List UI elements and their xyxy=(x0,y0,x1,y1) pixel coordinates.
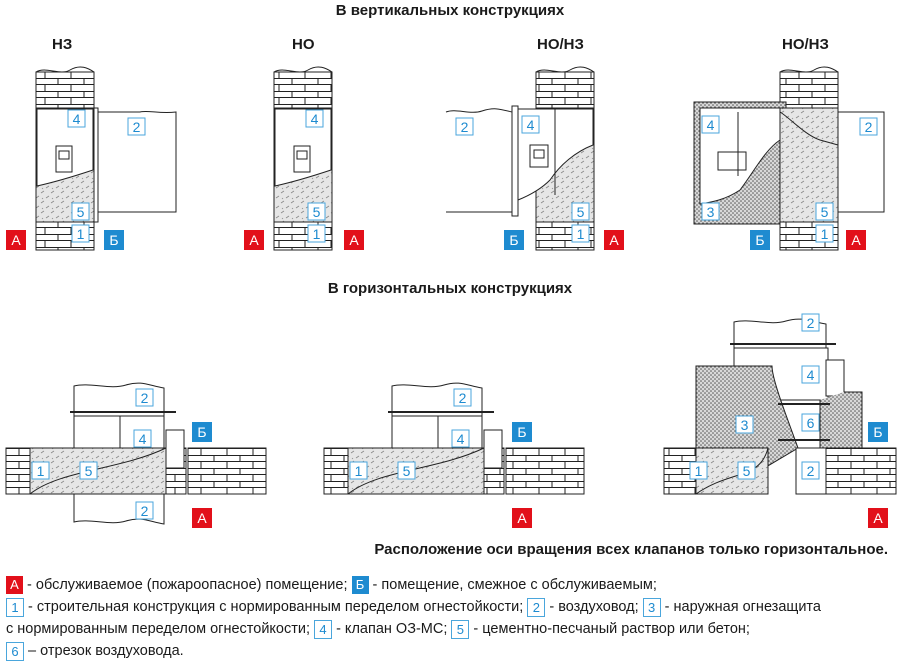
label-nz: НЗ xyxy=(52,36,73,53)
num-2: 2 xyxy=(865,119,873,135)
num-4: 4 xyxy=(311,111,319,127)
room-a-marker: А xyxy=(344,230,364,250)
num-1: 1 xyxy=(821,226,829,242)
svg-text:А: А xyxy=(197,510,207,526)
vertical-diagram-no-nz-2 xyxy=(693,66,885,251)
room-b-marker: Б xyxy=(750,230,770,250)
num-4: 4 xyxy=(139,431,147,447)
svg-text:Б: Б xyxy=(197,424,206,440)
legend-key-b: Б xyxy=(351,576,369,595)
room-b-marker: Б xyxy=(504,230,524,250)
svg-text:Б: Б xyxy=(755,232,764,248)
num-2: 2 xyxy=(133,119,141,135)
num-2: 2 xyxy=(461,119,469,135)
num-4: 4 xyxy=(807,367,815,383)
num-2: 2 xyxy=(807,463,815,479)
vertical-section-title: В вертикальных конструкциях xyxy=(335,2,565,19)
svg-text:А: А xyxy=(249,232,259,248)
room-a-marker: А xyxy=(6,230,26,250)
svg-text:Б: Б xyxy=(109,232,118,248)
num-3: 3 xyxy=(707,204,715,220)
svg-text:А: А xyxy=(873,510,883,526)
num-5: 5 xyxy=(85,463,93,479)
num-1: 1 xyxy=(313,226,321,242)
room-a-marker: А xyxy=(192,508,212,528)
label-no-nz-1: НО/НЗ xyxy=(537,36,584,53)
svg-text:Б: Б xyxy=(517,424,526,440)
num-1: 1 xyxy=(577,226,585,242)
svg-text:Б: Б xyxy=(509,232,518,248)
num-4: 4 xyxy=(527,117,535,133)
num-5: 5 xyxy=(403,463,411,479)
num-1: 1 xyxy=(77,226,85,242)
num-3: 3 xyxy=(741,417,749,433)
room-b-marker: Б xyxy=(512,422,532,442)
num-1: 1 xyxy=(695,463,703,479)
legend-key-2: 2 xyxy=(527,597,546,617)
label-no: НО xyxy=(292,36,315,53)
num-5: 5 xyxy=(743,463,751,479)
num-5: 5 xyxy=(313,204,321,220)
legend-line-2: 1 - строительная конструкция с нормирова… xyxy=(6,596,896,618)
vertical-diagram-no xyxy=(273,66,333,251)
room-b-marker: Б xyxy=(192,422,212,442)
room-markers: А Б А А Б А Б А Б А Б А Б А xyxy=(6,230,888,528)
num-2: 2 xyxy=(141,390,149,406)
room-b-marker: Б xyxy=(104,230,124,250)
svg-text:А: А xyxy=(851,232,861,248)
rotation-axis-note: Расположение оси вращения всех клапанов … xyxy=(374,541,888,558)
legend-key-5: 5 xyxy=(451,619,470,639)
svg-text:А: А xyxy=(11,232,21,248)
legend-line-1: А - обслуживаемое (пожароопасное) помеще… xyxy=(6,574,896,596)
num-2: 2 xyxy=(807,315,815,331)
number-labels: 4 2 5 1 4 5 1 2 4 5 1 4 2 3 5 1 2 4 1 5 … xyxy=(31,109,878,520)
legend-key-a: А xyxy=(6,576,23,595)
room-a-marker: А xyxy=(846,230,866,250)
legend-line-4: 6 – отрезок воздуховода. xyxy=(6,640,896,662)
room-b-marker: Б xyxy=(868,422,888,442)
num-2: 2 xyxy=(459,390,467,406)
num-4: 4 xyxy=(73,111,81,127)
legend: А - обслуживаемое (пожароопасное) помеще… xyxy=(6,574,896,662)
num-1: 1 xyxy=(37,463,45,479)
room-a-marker: А xyxy=(868,508,888,528)
vertical-diagram-no-nz-1 xyxy=(445,66,595,251)
num-5: 5 xyxy=(821,204,829,220)
installation-diagram: А Б А А Б А Б А Б А Б А Б А 4 2 5 1 4 5 … xyxy=(5,66,897,528)
room-a-marker: А xyxy=(604,230,624,250)
svg-text:А: А xyxy=(609,232,619,248)
legend-key-3: 3 xyxy=(642,597,661,617)
room-a-marker: А xyxy=(512,508,532,528)
num-6: 6 xyxy=(807,415,815,431)
room-a-marker: А xyxy=(244,230,264,250)
svg-text:Б: Б xyxy=(873,424,882,440)
svg-text:А: А xyxy=(349,232,359,248)
horizontal-section-title: В горизонтальных конструкциях xyxy=(327,280,573,297)
num-2: 2 xyxy=(141,503,149,519)
legend-line-3: с нормированным переделом огнестойкости;… xyxy=(6,619,750,639)
num-5: 5 xyxy=(577,204,585,220)
num-4: 4 xyxy=(707,117,715,133)
label-no-nz-2: НО/НЗ xyxy=(782,36,829,53)
legend-key-6: 6 xyxy=(6,641,24,661)
svg-text:А: А xyxy=(517,510,527,526)
legend-key-4: 4 xyxy=(314,619,333,639)
num-1: 1 xyxy=(355,463,363,479)
vertical-diagram-nz xyxy=(35,66,177,251)
num-5: 5 xyxy=(77,204,85,220)
horizontal-diagram-3 xyxy=(663,318,897,495)
num-4: 4 xyxy=(457,431,465,447)
legend-key-1: 1 xyxy=(6,597,24,617)
